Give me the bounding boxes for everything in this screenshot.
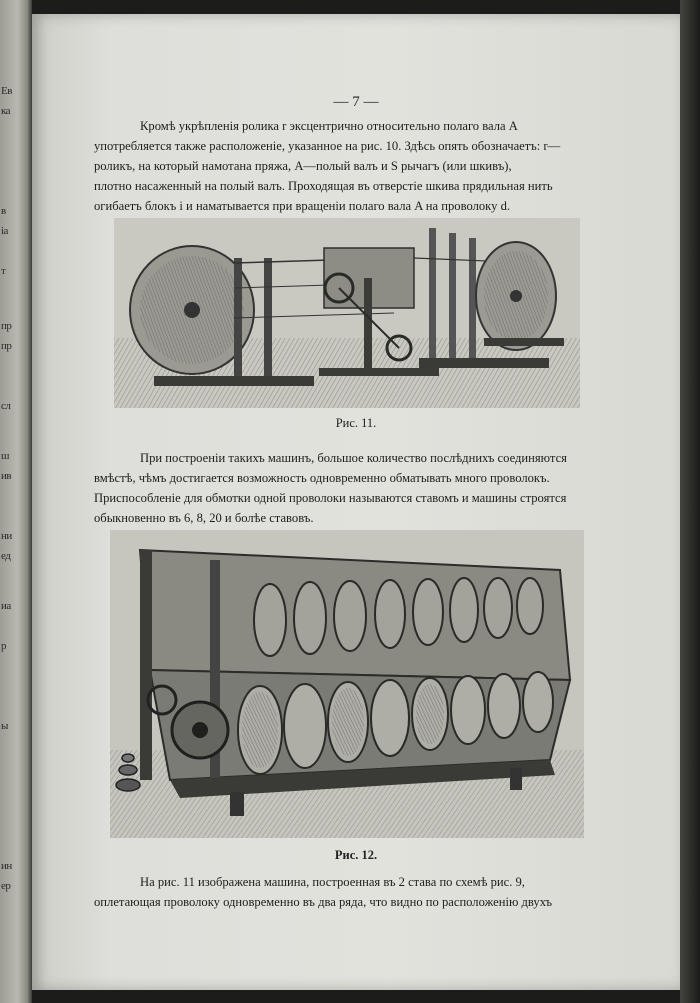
figure-12-caption: Рис. 12. <box>334 848 378 862</box>
text-line: При построеніи такихъ машинъ, большое ко… <box>140 451 567 465</box>
left-page-fragment: пр <box>1 340 12 352</box>
left-page-fragment: ш <box>1 450 9 462</box>
text-line: Кромѣ укрѣпленія ролика r эксцентрично о… <box>140 119 518 133</box>
text-line: вмѣстѣ, чѣмъ достигается возможность одн… <box>94 471 550 485</box>
left-page-fragment: ер <box>1 880 11 892</box>
left-facing-page: Ев ка в ia т пр пр сл ш ив ни ед иа р ы … <box>0 0 32 1003</box>
book-page: — 7 — Кромѣ укрѣпленія ролика r эксцентр… <box>32 14 680 990</box>
paragraph-1: Кромѣ укрѣпленія ролика r эксцентрично о… <box>94 116 614 216</box>
left-page-fragment: р <box>1 640 7 652</box>
book-right-edge <box>680 0 700 1003</box>
figure-11-engraving <box>114 218 580 408</box>
page-number: — 7 — <box>333 94 379 110</box>
text-line: На рис. 11 изображена машина, построенна… <box>140 875 525 889</box>
left-page-fragment: ив <box>1 470 12 482</box>
paragraph-3: На рис. 11 изображена машина, построенна… <box>94 872 614 912</box>
text-line: употребляется также расположеніе, указан… <box>94 139 561 153</box>
text-line: обыкновенно въ 6, 8, 20 и болѣе ставовъ. <box>94 511 314 525</box>
left-page-fragment: пр <box>1 320 12 332</box>
left-page-fragment: ia <box>1 225 8 237</box>
left-page-fragment: т <box>1 265 6 277</box>
figure-12-engraving <box>110 530 584 838</box>
text-line: роликъ, на который намотана пряжа, A—пол… <box>94 159 512 173</box>
left-page-fragment: ни <box>1 530 12 542</box>
left-page-fragment: Ев <box>1 85 12 97</box>
left-page-fragment: ед <box>1 550 11 562</box>
left-page-fragment: в <box>1 205 6 217</box>
figure-11-caption: Рис. 11. <box>335 416 377 430</box>
left-page-fragment: ы <box>1 720 8 732</box>
left-page-fragment: сл <box>1 400 11 412</box>
left-page-fragment: ка <box>1 105 11 117</box>
text-line: оплетающая проволоку одновременно въ два… <box>94 895 553 909</box>
left-page-fragment: иа <box>1 600 11 612</box>
paragraph-2: При построеніи такихъ машинъ, большое ко… <box>94 448 614 528</box>
text-line: плотно насаженный на полый валъ. Проходя… <box>94 179 553 193</box>
text-line: огибаетъ блокъ i и наматывается при вращ… <box>94 199 511 213</box>
left-page-fragment: ин <box>1 860 12 872</box>
text-line: Приспособленіе для обмотки одной проволо… <box>94 491 567 505</box>
